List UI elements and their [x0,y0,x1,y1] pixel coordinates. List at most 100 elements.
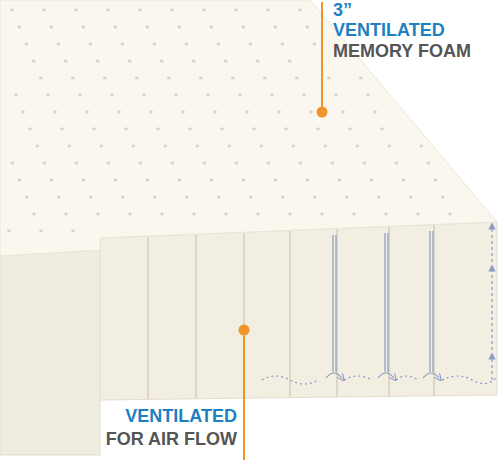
vent-hole [334,94,338,97]
vent-hole [235,162,239,165]
vent-hole [71,77,75,80]
vent-hole [96,213,100,216]
vent-hole [192,213,196,216]
vent-hole [53,111,57,114]
vent-hole [210,179,214,182]
vent-hole [256,60,260,63]
vent-hole [281,43,285,46]
vent-hole [341,111,345,114]
vent-hole [373,111,377,114]
vent-hole [313,196,317,199]
vent-hole [146,179,150,182]
callout-heading: VENTILATED [125,406,237,426]
vent-hole [388,145,392,148]
vent-hole [57,196,61,199]
vent-hole [64,60,68,63]
vent-hole [306,179,310,182]
vent-hole [395,162,399,165]
vent-hole [377,196,381,199]
vent-hole [274,26,278,29]
vent-hole [228,145,232,148]
vent-hole [185,196,189,199]
vent-hole [242,179,246,182]
vent-hole [100,145,104,148]
callout-dot [239,325,250,336]
vent-hole [138,9,142,12]
vent-hole [434,179,438,182]
foam-front-face [100,222,497,400]
vent-hole [132,145,136,148]
vent-hole [309,111,313,114]
vent-hole [284,128,288,131]
vent-hole [266,9,270,12]
vent-hole [267,162,271,165]
vent-hole [234,9,238,12]
callout-text: MEMORY FOAM [333,41,471,61]
vent-hole [249,196,253,199]
vent-hole [206,94,210,97]
vent-hole [331,162,335,165]
vent-hole [302,94,306,97]
vent-hole [160,60,164,63]
vent-hole [14,94,18,97]
vent-hole [292,145,296,148]
vent-hole [202,9,206,12]
vent-hole [89,196,93,199]
vent-hole [220,128,224,131]
vent-hole [167,77,171,80]
vent-hole [380,128,384,131]
vent-hole [139,162,143,165]
vent-hole [7,230,11,233]
vent-hole [263,77,267,80]
vent-hole [242,26,246,29]
vent-hole [277,111,281,114]
vent-hole [18,179,22,182]
vent-hole [192,60,196,63]
foam-grooves [148,225,434,399]
vent-hole [448,213,452,216]
vent-hole [306,26,310,29]
vent-hole [114,179,118,182]
vent-hole [160,213,164,216]
vent-hole [260,145,264,148]
vent-hole [42,9,46,12]
vent-hole [224,213,228,216]
vent-hole [345,196,349,199]
vent-hole [114,26,118,29]
vent-hole [252,128,256,131]
vent-hole [213,111,217,114]
vent-hole [107,162,111,165]
vent-hole [43,162,47,165]
vent-hole [199,77,203,80]
vent-hole [366,94,370,97]
vent-hole [110,94,114,97]
vent-hole [149,111,153,114]
vent-hole [128,213,132,216]
vent-hole [178,179,182,182]
vent-hole [50,26,54,29]
vent-hole [153,196,157,199]
vent-hole [196,145,200,148]
vent-hole [295,77,299,80]
vent-hole [68,145,72,148]
vent-hole [25,43,29,46]
vent-hole [103,77,107,80]
vent-hole [121,43,125,46]
vent-hole [128,60,132,63]
vent-hole [46,94,50,97]
airflow-lines [262,226,496,384]
vent-hole [135,77,139,80]
vent-hole [78,94,82,97]
vent-hole [11,162,15,165]
vent-hole [174,94,178,97]
vent-hole [245,111,249,114]
vent-hole [156,128,160,131]
vent-hole [288,213,292,216]
vent-hole [74,9,78,12]
vent-hole [96,60,100,63]
vent-hole [356,145,360,148]
vent-hole [32,60,36,63]
vent-hole [39,230,43,233]
vent-hole [384,213,388,216]
